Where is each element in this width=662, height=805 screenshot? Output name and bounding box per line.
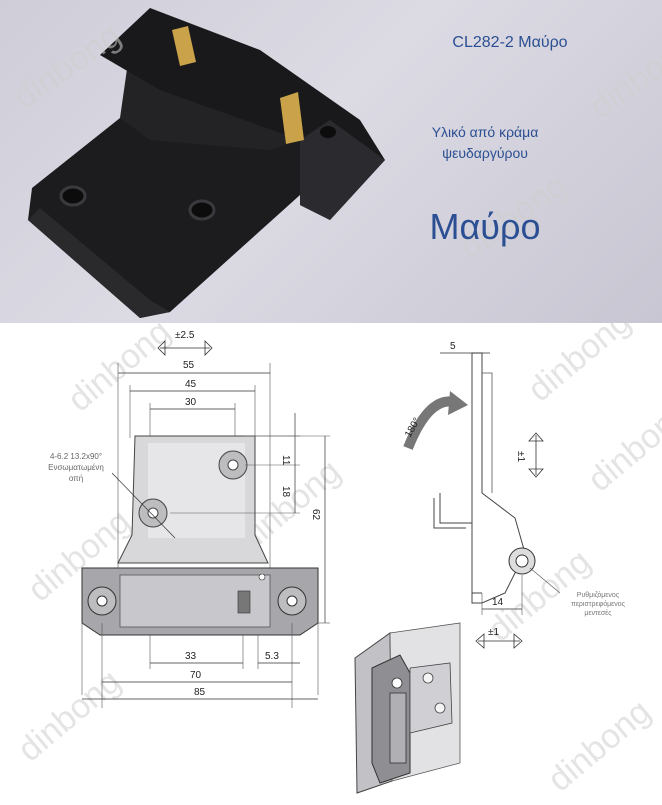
hole-note-line-3: οπή [68, 474, 84, 483]
front-view: ±2.5 55 45 30 11 18 62 [81, 330, 330, 708]
watermark-drawing-7: dinbong [11, 662, 128, 769]
dim-18: 18 [280, 486, 291, 498]
dim-55: 55 [183, 360, 195, 371]
material-description: Υλικό από κράμα ψευδαργύρου [400, 122, 570, 164]
dim-horizontal-tolerance: ±1 [488, 627, 499, 638]
watermark-drawing-1: dinbong [61, 323, 178, 419]
hinge-hole-right [188, 199, 216, 221]
color-label: Μαύρο [429, 206, 541, 247]
isometric-view [354, 622, 461, 794]
dim-33: 33 [185, 651, 197, 662]
hinge-photo-illustration: dinbong dinbong dinbong [7, 8, 662, 318]
pivot-note-line-1: Ρυθμιζόμενος [576, 592, 620, 599]
dim-11: 11 [280, 455, 291, 466]
dim-5: 5 [450, 341, 456, 352]
brass-ring-top [172, 26, 196, 66]
product-photo: dinbong dinbong dinbong CL282-2 Μαύρο Υλ… [0, 0, 662, 323]
dim-tolerance-top: ±2.5 [175, 330, 195, 341]
material-line-2: ψευδαργύρου [442, 145, 528, 161]
watermark-drawing-5: dinbong [581, 392, 662, 499]
pivot-note-line-2: περιστρεφόμενος [570, 601, 626, 608]
hinge-pin-hole [320, 126, 336, 138]
dim-14: 14 [492, 597, 504, 608]
pivot-note-line-3: μεντεσές [584, 610, 612, 617]
technical-drawing: dinbong dinbong dinbong dinbong dinbong … [0, 302, 662, 800]
watermark-drawing-4: dinbong [521, 323, 638, 409]
dim-45: 45 [185, 379, 197, 390]
watermark-photo-left: dinbong [7, 16, 128, 117]
hinge-base-edge [28, 208, 170, 318]
product-code-label: CL282-2 Μαύρο [452, 34, 568, 51]
dim-85: 85 [194, 687, 206, 698]
pivot-note: Ρυθμιζόμενος περιστρεφόμενος μεντεσές [548, 591, 648, 618]
dim-70: 70 [190, 670, 202, 681]
watermark-drawing-8: dinbong [541, 692, 658, 799]
brass-ring-middle [280, 92, 304, 144]
material-line-1: Υλικό από κράμα [431, 124, 539, 140]
dim-vertical-tolerance: ±1 [515, 451, 526, 462]
side-view: 5 180° ±1 14 ±1 [403, 341, 561, 649]
hole-note-line-2: Ενσωματωμένη [48, 463, 104, 472]
dim-62: 62 [310, 509, 321, 521]
dim-5-3: 5.3 [265, 651, 279, 662]
hole-note-line-1: 4-6.2 13.2x90° [49, 452, 103, 461]
dim-30: 30 [185, 397, 197, 408]
hinge-knuckle-end [300, 120, 385, 220]
hinge-hole-left [59, 185, 87, 207]
iso-hinge-leaf [409, 662, 453, 734]
drawing-canvas: dinbong dinbong dinbong dinbong dinbong … [11, 302, 662, 799]
hole-note: 4-6.2 13.2x90° Ενσωματωμένη οπή [26, 451, 126, 484]
